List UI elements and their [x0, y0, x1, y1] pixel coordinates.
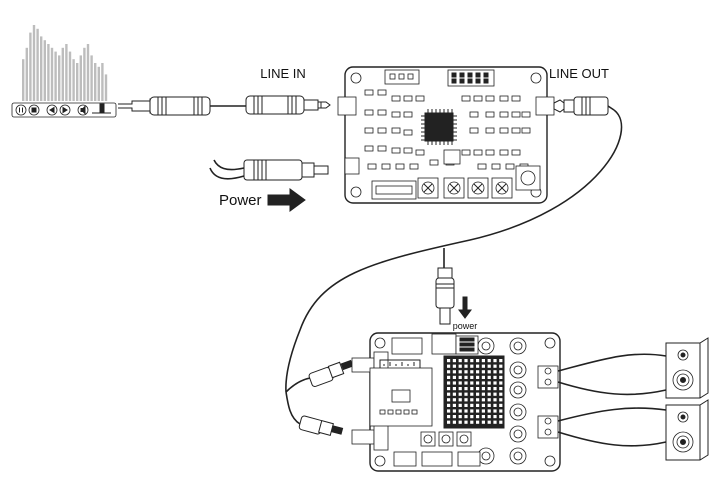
equalizer-bars — [22, 25, 108, 101]
equalizer-bar — [22, 59, 25, 101]
equalizer-bar — [40, 36, 43, 101]
equalizer-bar — [65, 44, 68, 101]
equalizer-bar — [76, 63, 79, 101]
dc-power-plug — [435, 248, 455, 325]
power-down-arrow-icon — [458, 296, 472, 319]
volume-slider — [92, 103, 111, 114]
next-icon — [59, 104, 71, 116]
equalizer-bar — [32, 25, 36, 101]
equalizer-bar — [79, 55, 82, 101]
volume-icon — [77, 104, 89, 116]
rca-plug-bottom — [298, 415, 344, 436]
line-out-jack — [535, 96, 555, 116]
equalizer-bar — [61, 47, 64, 101]
line-in-plug-right — [245, 95, 331, 115]
equalizer-bar — [101, 63, 104, 101]
equalizer-bar — [36, 28, 39, 101]
equalizer-bar — [86, 44, 90, 101]
equalizer-bar — [72, 59, 75, 101]
speaker-terminal-top — [537, 365, 559, 389]
power-arrow-icon — [267, 188, 306, 212]
power-small-label: power — [453, 321, 478, 331]
bluetooth-receiver-board — [337, 66, 555, 204]
power-label: Power — [219, 192, 262, 209]
line-in-jack — [337, 96, 357, 116]
equalizer-bar — [68, 51, 72, 101]
stop-icon — [28, 104, 40, 116]
equalizer-bar — [25, 47, 28, 101]
equalizer-bar — [58, 55, 61, 101]
speaker-terminal-bottom — [537, 415, 559, 439]
line-out-plug — [553, 96, 615, 116]
equalizer-bar — [50, 47, 54, 101]
amplifier-board — [351, 332, 561, 472]
line-out-label: LINE OUT — [549, 66, 609, 81]
pause-icon — [15, 104, 27, 116]
rca-plug-top — [308, 359, 354, 387]
line-out-cable — [285, 109, 623, 393]
equalizer-bar — [54, 51, 57, 101]
speaker-bottom — [665, 399, 709, 461]
speaker-top — [665, 337, 709, 399]
previous-icon — [46, 104, 58, 116]
usb-port — [344, 157, 360, 175]
power-usb-cable — [209, 159, 329, 181]
equalizer-bar — [83, 47, 86, 101]
equalizer-bar — [97, 66, 100, 101]
line-in-label: LINE IN — [260, 66, 306, 81]
equalizer-bar — [47, 44, 50, 101]
rca-jack-right — [351, 429, 375, 445]
equalizer-bar — [29, 32, 32, 101]
speaker-wires — [557, 353, 667, 447]
main-chip — [424, 112, 454, 142]
equalizer-bar — [43, 40, 46, 101]
audio-player-device — [11, 25, 117, 118]
equalizer-bar — [104, 74, 108, 101]
equalizer-bar — [90, 55, 93, 101]
line-in-plug-left — [149, 96, 211, 116]
line-in-cable — [118, 95, 331, 116]
equalizer-bar — [94, 63, 97, 101]
